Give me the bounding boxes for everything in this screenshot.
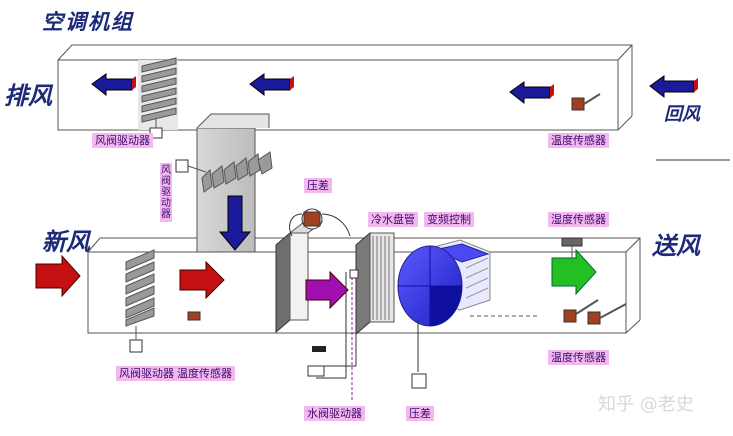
pressure-diff-bottom-label: 压差 bbox=[406, 406, 434, 421]
filter-section bbox=[275, 221, 324, 334]
exhaust-arrow bbox=[91, 73, 136, 97]
return-temp-sensor bbox=[571, 93, 601, 111]
damper-actuator-bottom bbox=[129, 326, 143, 353]
fresh-damper bbox=[125, 249, 155, 327]
fresh-temp-sensor bbox=[187, 311, 201, 321]
return-arrow-right bbox=[509, 81, 554, 105]
exhaust-damper bbox=[138, 57, 178, 130]
cooling-coil-block bbox=[355, 231, 395, 336]
return-duct bbox=[57, 44, 633, 131]
return-arrow-middle bbox=[249, 73, 294, 97]
supply-arrow bbox=[551, 248, 597, 296]
return-damper bbox=[201, 151, 273, 193]
pressure-diff-sensor-top bbox=[289, 208, 351, 237]
damper-driver-bottom-label: 风阀驱动器 bbox=[116, 366, 177, 381]
fresh-temp-sensor-label: 温度传感器 bbox=[174, 366, 235, 381]
fresh-label: 新风 bbox=[42, 227, 90, 256]
damper-driver-vertical-label: 风阀驱动器 bbox=[160, 163, 172, 222]
supply-label: 送风 bbox=[652, 231, 700, 260]
supply-fan bbox=[397, 239, 491, 327]
humidity-sensor bbox=[561, 237, 583, 258]
fan-pressure-sensor bbox=[411, 320, 427, 389]
cooling-coil-label: 冷水盘管 bbox=[368, 212, 418, 227]
mixing-down-arrow bbox=[218, 195, 252, 251]
pressure-diff-top-label: 压差 bbox=[304, 178, 332, 193]
return-temp-sensor-label: 温度传感器 bbox=[548, 133, 609, 148]
vfd-control-label: 变频控制 bbox=[424, 212, 474, 227]
water-valve bbox=[307, 269, 359, 402]
fresh-inlet-arrow bbox=[35, 254, 81, 298]
fresh-arrow-inside bbox=[179, 260, 225, 300]
damper-driver-top-label: 风阀驱动器 bbox=[92, 133, 153, 148]
return-inlet-arrow bbox=[649, 75, 698, 99]
water-valve-driver-label: 水阀驱动器 bbox=[304, 406, 365, 421]
humidity-sensor-label: 湿度传感器 bbox=[548, 212, 609, 227]
supply-temp-sensor-label: 温度传感器 bbox=[548, 350, 609, 365]
filter-arrow bbox=[305, 270, 349, 310]
supply-temp-sensors bbox=[470, 299, 627, 325]
return-label: 回风 bbox=[664, 104, 700, 125]
watermark: 知乎 @老史 bbox=[598, 394, 694, 415]
damper-actuator-vertical bbox=[175, 159, 207, 173]
diagram-title: 空调机组 bbox=[42, 9, 134, 34]
exhaust-label: 排风 bbox=[4, 81, 52, 110]
